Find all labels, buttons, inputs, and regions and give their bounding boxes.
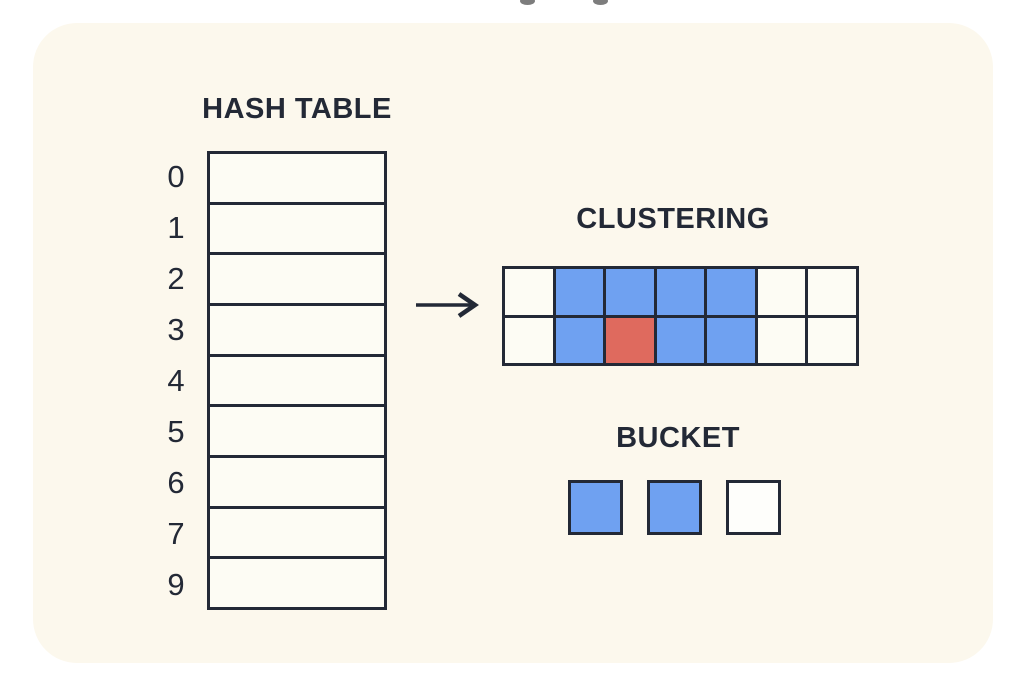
hash-table-slot — [210, 508, 384, 557]
hash-table-slot — [210, 407, 384, 455]
bucket-cell-empty — [726, 480, 781, 535]
hash-table-slot — [210, 559, 384, 607]
clustering-cell-blue — [555, 269, 604, 315]
hash-table-slot — [210, 255, 384, 303]
clustering-cell-blue — [656, 317, 705, 363]
clustering-cell-blue — [707, 269, 755, 315]
hash-table-index-label: 0 — [167, 158, 185, 194]
clustering-cell-blue — [707, 317, 755, 363]
bucket-cell-blue — [568, 480, 623, 535]
clustering-cell-blue — [555, 317, 604, 363]
hash-table-index-label: 3 — [167, 311, 185, 347]
clustering-cell-empty — [505, 317, 553, 363]
hash-table-slot — [210, 458, 384, 506]
hash-table-title: HASH TABLE — [202, 93, 392, 125]
bucket-legend-row — [568, 480, 781, 535]
hash-table-index-label: 6 — [167, 464, 185, 500]
hash-table-index-labels: 0 1 2 3 4 5 6 7 9 — [146, 151, 206, 610]
hash-table-slot — [210, 356, 384, 405]
hash-table-index-label: 1 — [167, 209, 185, 245]
clustering-cell-blue — [606, 269, 654, 315]
clustering-cell-empty — [505, 269, 553, 315]
clustering-cell-empty — [757, 269, 806, 315]
bucket-cell-blue — [647, 480, 702, 535]
hash-table-slot — [210, 204, 384, 253]
cropped-text-artifact — [593, 0, 608, 5]
bucket-title: BUCKET — [616, 422, 740, 454]
hash-table-index-label: 9 — [167, 566, 185, 602]
hash-table-index-label: 2 — [167, 260, 185, 296]
hash-table-slot — [210, 306, 384, 354]
hash-table-index-label: 7 — [167, 515, 185, 551]
hash-table-index-label: 4 — [167, 362, 185, 398]
hash-table-slot — [210, 154, 384, 202]
clustering-cell-empty — [808, 317, 856, 363]
clustering-grid — [502, 266, 859, 366]
right-arrow-icon — [416, 292, 479, 318]
diagram-card: HASH TABLE 0 1 2 3 4 5 6 7 9 CLUSTERING BUCKET — [33, 23, 993, 663]
clustering-cell-red — [606, 317, 654, 363]
clustering-title: CLUSTERING — [576, 203, 770, 235]
clustering-cell-blue — [656, 269, 705, 315]
clustering-cell-empty — [757, 317, 806, 363]
cropped-text-artifact — [520, 0, 535, 5]
clustering-cell-empty — [808, 269, 856, 315]
hash-table-index-label: 5 — [167, 413, 185, 449]
hash-table-grid — [207, 151, 387, 610]
